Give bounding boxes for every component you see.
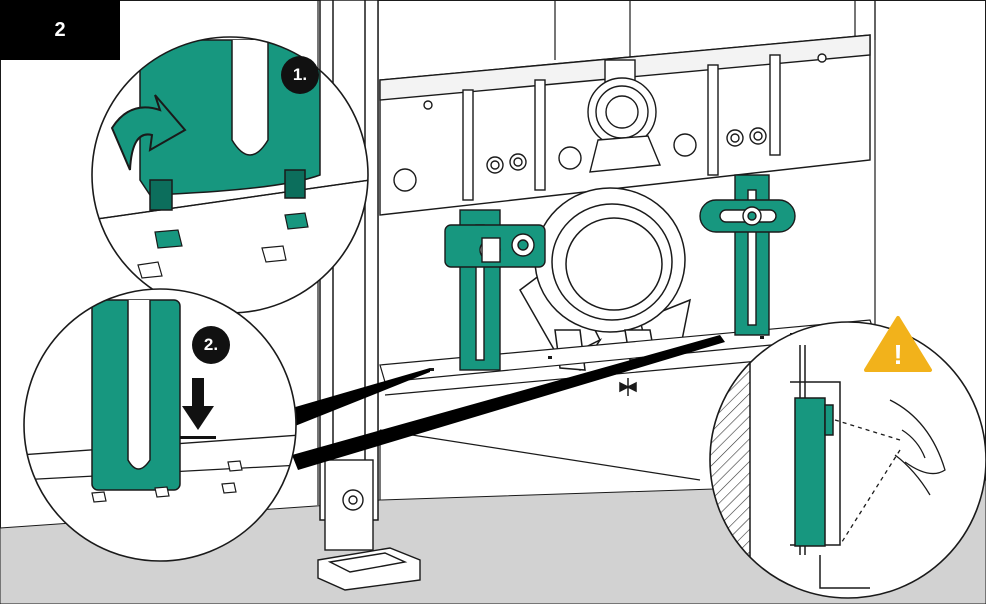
drain-connector: [519, 187, 692, 371]
callout-step-2-label: 2.: [203, 335, 219, 354]
floor-slots-detail-1: [137, 212, 309, 279]
callout-step-1-label: 1.: [292, 65, 308, 84]
callout-step-1: 1.: [281, 56, 319, 94]
detail-circle-push-down: [23, 288, 297, 562]
step-number: 2: [54, 18, 66, 41]
callout-step-2: 2.: [192, 326, 230, 364]
warning-symbol: !: [893, 339, 902, 370]
profile-bracket: [790, 345, 870, 589]
bracket-left: [444, 209, 546, 371]
floor-slots-detail-2: [91, 460, 243, 503]
bracket-foot-green: [139, 39, 321, 211]
eye-sketch: [834, 399, 946, 546]
down-arrow-icon: [180, 378, 216, 439]
detail-circle-rotate: [91, 36, 369, 314]
callout-beams: [285, 335, 725, 470]
inlet-elbow: [587, 59, 662, 173]
bracket-right: [699, 174, 796, 336]
warning-triangle-icon: !: [864, 316, 932, 372]
curved-rotate-arrow-icon: [110, 94, 187, 171]
bracket-foot-green-2: [91, 299, 181, 491]
center-line-marker-icon: [619, 378, 637, 396]
step-number-badge: 2: [0, 0, 120, 60]
support-foot: [317, 459, 421, 591]
